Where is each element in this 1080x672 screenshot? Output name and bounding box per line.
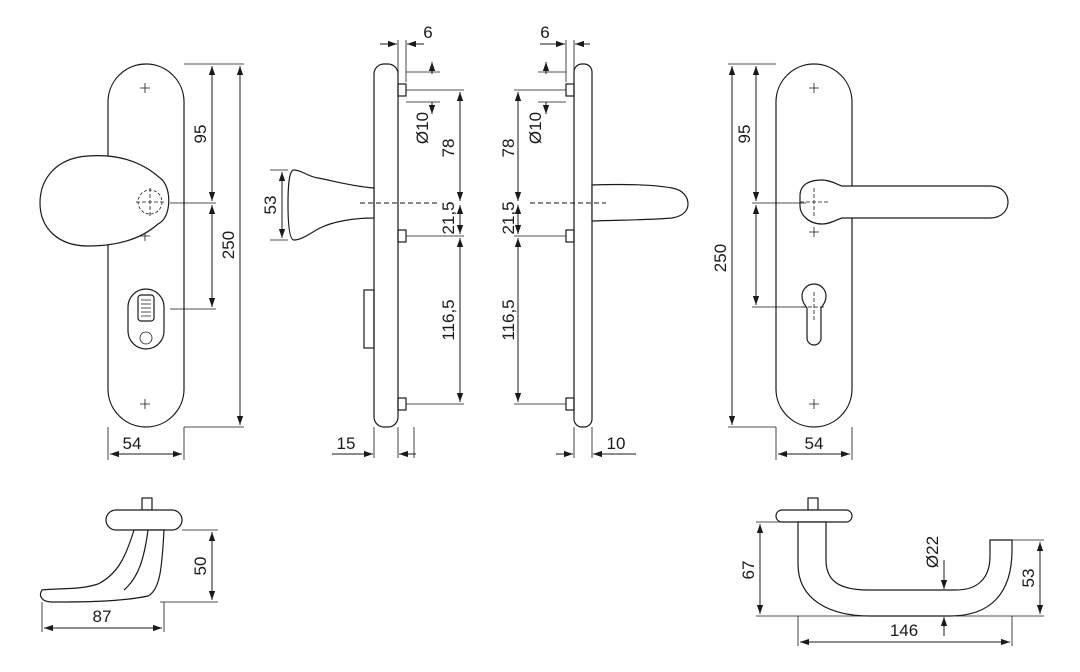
bottom-left-handle-view: 50 87 <box>39 497 218 632</box>
dim-c-mid: 21,5 <box>499 201 518 234</box>
side-c-lever <box>591 183 689 222</box>
keyhole-d <box>801 283 827 346</box>
dim-a-upper: 95 <box>191 125 210 144</box>
side-b-latch <box>363 289 375 349</box>
e-spindle <box>141 497 153 511</box>
screw-marks-d <box>809 83 819 409</box>
front-view-lever-side: 250 95 54 <box>711 63 1009 460</box>
side-view-lever: 6 Ø10 78 21,5 116,5 10 <box>499 23 689 458</box>
f-spindle <box>807 497 819 511</box>
dim-c-gap: 6 <box>540 23 549 42</box>
f-handle <box>797 521 1013 617</box>
cylinder-hole <box>127 288 165 350</box>
dim-a-width: 54 <box>123 434 142 453</box>
dim-f-length: 146 <box>890 621 918 640</box>
side-b-knob <box>287 169 375 241</box>
dim-c-hole: Ø10 <box>526 112 545 144</box>
side-c-plate <box>573 63 593 428</box>
side-b-studs <box>397 83 407 411</box>
dim-b-lower: 116,5 <box>439 299 458 340</box>
dim-e-length: 87 <box>93 607 112 626</box>
backplate-outline <box>107 63 185 428</box>
dim-f-height: 67 <box>739 561 758 580</box>
e-rose <box>105 509 183 531</box>
front-view-knob-side: 250 95 54 <box>39 63 244 460</box>
dim-d-width: 54 <box>805 434 824 453</box>
backplate-outline-d <box>775 63 853 428</box>
side-view-knob: 6 Ø10 78 21,5 116,5 53 15 <box>261 23 464 458</box>
dim-b-mid: 21,5 <box>439 201 458 234</box>
dim-c-depth: 10 <box>607 434 626 453</box>
e-handle-inner <box>123 529 149 591</box>
side-b-plate <box>373 63 399 428</box>
lever-center-mark <box>800 188 828 216</box>
dim-d-upper: 95 <box>735 125 754 144</box>
dim-a-height: 250 <box>219 231 238 259</box>
knob-center-mark <box>136 188 164 216</box>
bottom-right-handle-view: 67 53 Ø22 146 <box>739 497 1044 646</box>
knob-rose <box>39 155 170 247</box>
side-c-studs <box>565 83 575 411</box>
dim-b-knob: 53 <box>261 196 280 215</box>
dim-f-rise: 53 <box>1019 569 1038 588</box>
screw-marks <box>140 83 150 409</box>
dim-f-dia: Ø22 <box>923 536 942 568</box>
lever-handle <box>799 179 1009 225</box>
dim-b-hole: Ø10 <box>413 112 432 144</box>
dim-c-lower: 116,5 <box>499 299 518 340</box>
dim-b-depth: 15 <box>337 434 356 453</box>
dim-d-height: 250 <box>711 244 730 272</box>
dim-c-upper: 78 <box>499 139 518 158</box>
dim-b-gap: 6 <box>423 23 432 42</box>
dim-b-upper: 78 <box>439 139 458 158</box>
dim-e-height: 50 <box>191 557 210 576</box>
e-handle <box>39 529 165 603</box>
f-rose <box>775 509 853 523</box>
